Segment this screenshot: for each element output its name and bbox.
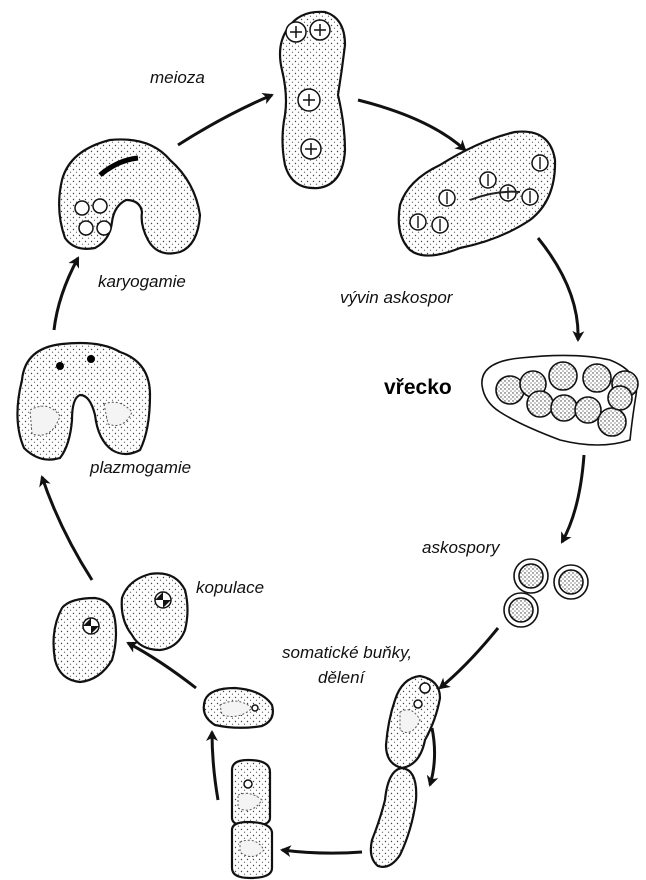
ascospores <box>504 559 588 627</box>
karyogamy-cell <box>59 139 200 253</box>
arrow-to-meiosis <box>178 95 272 145</box>
label-askospory: askospory <box>422 538 499 558</box>
label-plazmogamie: plazmogamie <box>90 458 191 478</box>
arrow-to-somatic-cells <box>440 628 498 688</box>
ascospore-development-cell <box>399 132 555 256</box>
meiosis-cell <box>280 12 345 188</box>
arrow-to-dividing-cells <box>282 850 362 853</box>
label-deleni: dělení <box>318 668 364 688</box>
dividing-cells <box>232 760 272 878</box>
arrow-to-ascus <box>538 238 578 340</box>
label-kopulace: kopulace <box>196 578 264 598</box>
label-somaticke-bunky: somatické buňky, <box>282 643 412 663</box>
label-meioza: meioza <box>150 68 205 88</box>
label-vrecko: vřecko <box>384 376 452 400</box>
somatic-cell-elongated <box>371 768 416 867</box>
plasmogamy-cell <box>17 343 150 460</box>
haploid-cell <box>204 688 273 728</box>
somatic-cell-budding <box>386 676 440 768</box>
arrow-to-elongated-cell <box>430 728 435 785</box>
label-karyogamie: karyogamie <box>98 272 186 292</box>
arrow-to-ascospores <box>562 455 584 542</box>
ascus <box>482 355 638 445</box>
label-vyvin-askospor: vývin askospor <box>340 288 452 308</box>
arrow-to-haploid-cell <box>212 732 218 800</box>
arrow-to-karyogamy <box>54 258 78 330</box>
arrow-to-ascospore-development <box>358 100 465 150</box>
arrow-to-plasmogamy <box>42 477 92 580</box>
